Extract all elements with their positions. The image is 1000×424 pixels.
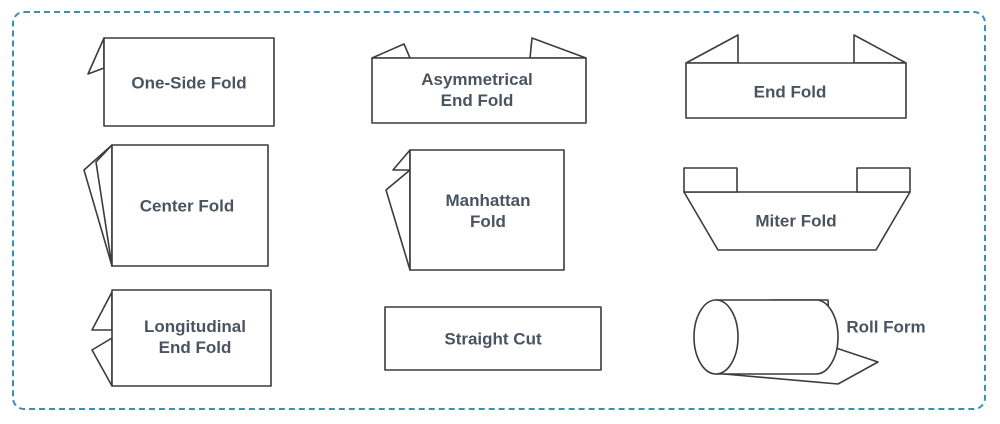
roll-form-shape <box>693 299 879 385</box>
asymmetrical-end-fold-label: Asymmetrical End Fold <box>421 70 533 110</box>
straight-cut-shape <box>384 306 602 371</box>
center-fold-shape <box>83 144 269 267</box>
center-fold-label: Center Fold <box>139 196 235 216</box>
dashed-border-frame <box>12 11 986 410</box>
longitudinal-end-fold-label: Longitudinal End Fold <box>144 317 246 357</box>
straight-cut-label: Straight Cut <box>444 329 542 349</box>
one-side-fold-shape <box>87 37 275 127</box>
end-fold-label: End Fold <box>753 82 827 102</box>
longitudinal-end-fold-shape <box>91 289 272 387</box>
miter-fold-shape <box>683 167 911 251</box>
one-side-fold-label: One-Side Fold <box>131 73 247 93</box>
end-fold-shape <box>685 34 907 119</box>
miter-fold-label: Miter Fold <box>755 211 837 231</box>
manhattan-fold-shape <box>385 149 565 271</box>
asymmetrical-end-fold-shape <box>371 37 587 124</box>
manhattan-fold-label: Manhattan Fold <box>445 191 531 231</box>
roll-form-label: Roll Form <box>846 317 926 337</box>
